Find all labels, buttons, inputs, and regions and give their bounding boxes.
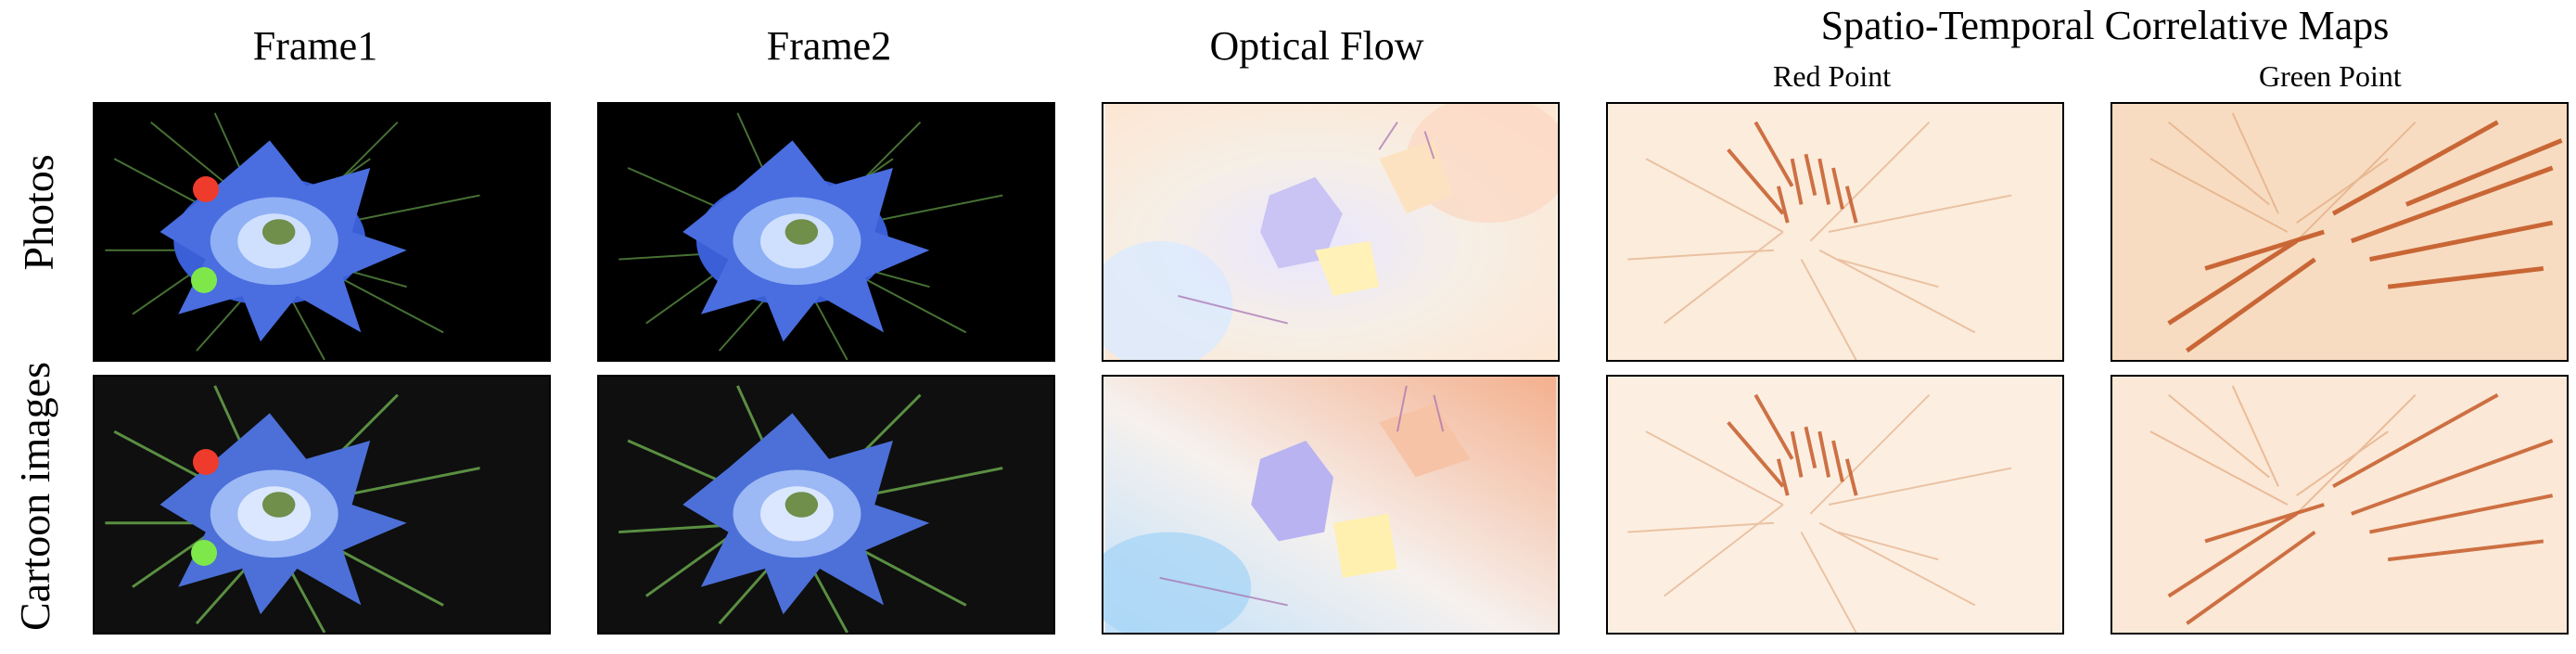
- optical-flow-image: [1103, 377, 1557, 633]
- row-label-cartoon-images: Cartoon images: [11, 362, 58, 631]
- column-header-optical-flow: Optical Flow: [1209, 23, 1424, 69]
- correlative-map-image: [1627, 393, 2012, 633]
- cartoon-frame2-panel: [597, 375, 1055, 635]
- optical-flow-image: [1103, 104, 1558, 360]
- row-label-photos: Photos: [15, 154, 62, 271]
- green-point-marker: [191, 267, 217, 293]
- flower-image: [618, 112, 1003, 360]
- cartoon-frame1-panel: [93, 375, 551, 635]
- photo-frame1-panel: [93, 102, 551, 362]
- cartoon-optical-flow-panel: [1102, 375, 1560, 635]
- correlative-map-image: [2149, 112, 2563, 353]
- red-point-marker: [193, 176, 219, 202]
- photo-red-point-map-panel: [1606, 102, 2064, 362]
- cartoon-red-point-map-panel: [1606, 375, 2064, 635]
- flower-image: [105, 112, 480, 360]
- column-header-correlative-maps: Spatio-Temporal Correlative Maps: [1820, 3, 2390, 48]
- flower-image: [618, 385, 1003, 633]
- red-point-marker: [193, 449, 219, 475]
- green-point-marker: [191, 540, 217, 566]
- column-header-frame1: Frame1: [252, 23, 378, 69]
- photo-green-point-map-panel: [2111, 102, 2569, 362]
- column-header-frame2: Frame2: [766, 23, 892, 69]
- correlative-map-image: [2149, 385, 2554, 625]
- photo-frame2-panel: [597, 102, 1055, 362]
- flower-image: [105, 385, 480, 633]
- correlative-map-image: [1627, 121, 2012, 360]
- cartoon-green-point-map-panel: [2111, 375, 2569, 635]
- sub-header-green-point: Green Point: [2259, 59, 2402, 93]
- sub-header-red-point: Red Point: [1773, 59, 1892, 93]
- photo-optical-flow-panel: [1102, 102, 1560, 362]
